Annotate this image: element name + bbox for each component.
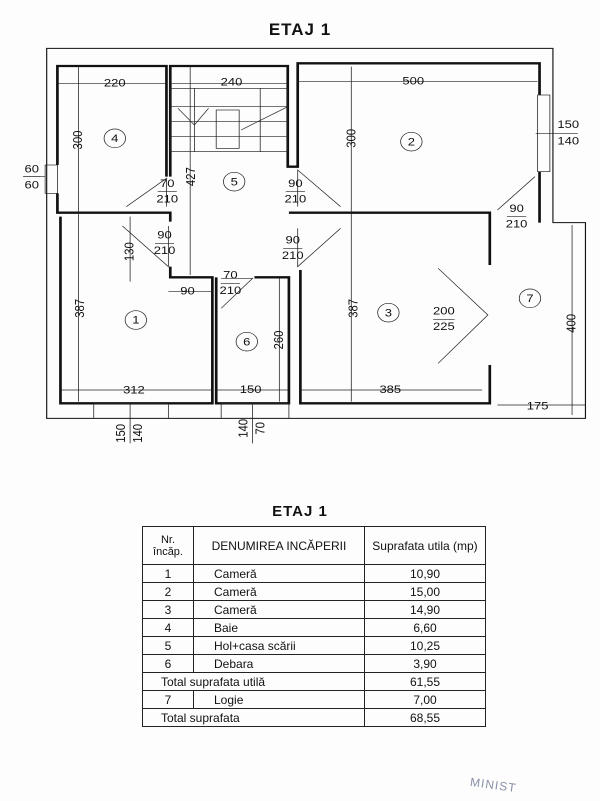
svg-text:70: 70: [253, 422, 268, 435]
svg-text:200: 200: [433, 304, 455, 317]
svg-text:210: 210: [154, 244, 176, 257]
room-number-2: 2: [400, 132, 423, 152]
svg-text:150: 150: [557, 118, 579, 131]
svg-text:5: 5: [231, 175, 238, 188]
svg-text:7: 7: [526, 292, 533, 305]
svg-text:70: 70: [160, 177, 175, 190]
table-title: ETAJ 1: [272, 503, 328, 520]
wall-room-4-bottom: [56, 193, 172, 222]
dim-400: 400: [564, 314, 579, 333]
outer-wall: [46, 47, 587, 419]
svg-text:4: 4: [111, 132, 118, 145]
svg-text:90: 90: [509, 202, 524, 215]
svg-text:210: 210: [285, 192, 307, 205]
dim-427: 427: [183, 167, 198, 186]
wall-room-1: [59, 216, 214, 405]
floor-plan-drawing: 220 240 500 300 300 427 130 387 387 260 …: [22, 47, 587, 444]
stair-well: [215, 109, 240, 149]
header-name: DENUMIREA INCĂPERII: [193, 526, 365, 565]
svg-text:60: 60: [25, 178, 40, 191]
svg-text:210: 210: [506, 217, 528, 230]
dimensions: 220 240 500 300 300 427 130 387 387 260 …: [70, 74, 579, 412]
svg-text:140: 140: [557, 134, 579, 147]
dim-90: 90: [180, 284, 195, 297]
dim-300: 300: [344, 129, 359, 148]
svg-text:90: 90: [288, 177, 303, 190]
door-swing-7: [437, 268, 489, 364]
svg-text:70: 70: [223, 268, 238, 281]
table-header: Nr. încăp. DENUMIREA INCĂPERII Suprafata…: [142, 526, 486, 565]
dim-387: 387: [72, 299, 87, 318]
svg-text:150: 150: [113, 424, 128, 443]
dim-240: 240: [221, 75, 243, 88]
room-number-6: 6: [235, 331, 258, 352]
dim-387: 387: [346, 299, 361, 318]
header-area: Suprafata utila (mp): [364, 526, 486, 565]
svg-text:225: 225: [433, 320, 455, 333]
header-nr: Nr. încăp.: [142, 526, 194, 565]
svg-text:90: 90: [157, 228, 172, 241]
wall-room-4: [56, 64, 168, 177]
dim-500: 500: [402, 74, 424, 87]
room-area-table: Nr. încăp. DENUMIREA INCĂPERII Suprafata…: [142, 526, 486, 727]
svg-text:210: 210: [156, 192, 178, 205]
dim-385: 385: [379, 383, 401, 396]
svg-text:60: 60: [25, 162, 40, 175]
dim-175: 175: [527, 399, 549, 412]
dim-220: 220: [104, 76, 126, 89]
svg-text:210: 210: [220, 284, 242, 297]
window-room-4: [44, 164, 58, 194]
dim-150: 150: [240, 383, 262, 396]
wall-stair: [168, 62, 541, 177]
svg-text:1: 1: [132, 313, 139, 326]
plan-title: ETAJ 1: [268, 20, 332, 39]
window-room-6: [220, 403, 290, 419]
svg-text:140: 140: [130, 424, 145, 443]
stamp: MINIST: [469, 774, 518, 796]
room-number-1: 1: [124, 310, 147, 330]
dim-312: 312: [123, 383, 145, 396]
room-number-4: 4: [103, 128, 126, 148]
room-number-7: 7: [518, 288, 542, 308]
stair-flight: [169, 88, 289, 152]
door-swing-4: [126, 177, 167, 207]
window-room-1: [93, 403, 169, 419]
svg-text:210: 210: [282, 249, 304, 262]
wall-room-3: [299, 270, 492, 405]
svg-text:6: 6: [243, 335, 250, 348]
dim-260: 260: [271, 330, 286, 349]
svg-text:2: 2: [408, 135, 415, 148]
room-number-5: 5: [223, 172, 246, 192]
dim-300: 300: [70, 130, 85, 149]
dim-130: 130: [122, 242, 137, 261]
svg-text:90: 90: [285, 233, 300, 246]
svg-text:140: 140: [236, 419, 251, 438]
room-number-3: 3: [377, 302, 400, 323]
dimension-lines: [22, 66, 586, 444]
wall-room-3-top: [288, 211, 492, 265]
svg-text:3: 3: [385, 306, 392, 319]
